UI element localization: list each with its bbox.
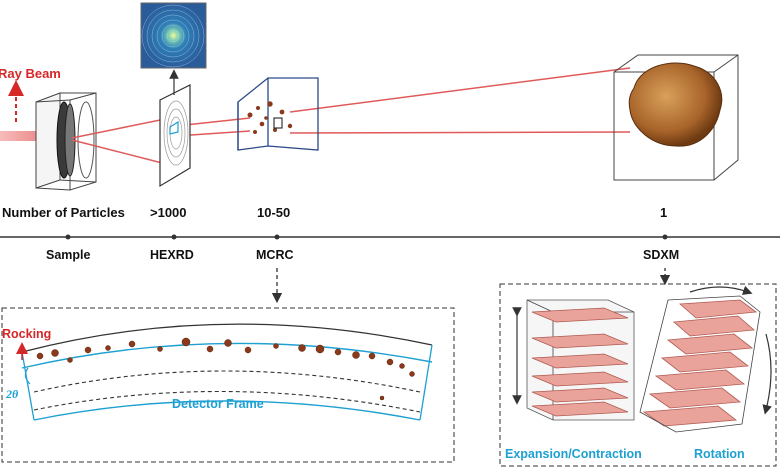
- two-theta-label: 2θ: [5, 387, 19, 401]
- hexrd-roi: [169, 120, 179, 135]
- count-mcrc: 10-50: [257, 205, 290, 220]
- sample-holder: [35, 92, 97, 191]
- rotation-stack: [642, 299, 758, 427]
- diffraction-pattern-image: [140, 2, 207, 69]
- expansion-contraction-label: Expansion/Contraction: [505, 447, 642, 461]
- diffraction-rings: [141, 4, 205, 68]
- sdxm-particle: [628, 62, 723, 147]
- detector-frame-curve: [33, 400, 421, 421]
- sample-label: Sample: [46, 248, 91, 262]
- two-theta-arc: [24, 367, 31, 385]
- ray-beam-label: Ray Beam: [0, 66, 61, 81]
- mcrc-label: MCRC: [256, 248, 294, 262]
- rotation-arrow-top: [689, 285, 753, 295]
- rocking-label: Rocking: [2, 327, 51, 341]
- mcrc-particles: [247, 101, 293, 134]
- detector-top-edge: [21, 323, 433, 353]
- sdxm-panel: [499, 283, 777, 467]
- number-of-particles-label: Number of Particles: [2, 205, 125, 220]
- detector-dash-edge: [33, 370, 421, 393]
- expansion-sheets: [531, 307, 629, 417]
- detector-right-edge: [419, 344, 433, 421]
- mcrc-panel: [1, 307, 455, 463]
- mcrc-roi: [273, 117, 283, 129]
- rotation-frame: [639, 295, 761, 433]
- detector-bottom-edge: [33, 390, 421, 413]
- sdxm-label: SDXM: [643, 248, 679, 262]
- rotation-arrow-side: [762, 333, 772, 415]
- diffracted-beams: [71, 67, 631, 166]
- count-sdxm: 1: [660, 205, 667, 220]
- hexrd-label: HEXRD: [150, 248, 194, 262]
- detector-left-edge: [21, 351, 35, 421]
- rotation-label: Rotation: [694, 447, 745, 461]
- incoming-beam: [0, 131, 60, 141]
- axis-ticks: [65, 234, 668, 240]
- hexrd-detector: [159, 84, 191, 188]
- count-hexrd: >1000: [150, 205, 187, 220]
- mcrc-box: [237, 77, 319, 151]
- detector-frame-label: Detector Frame: [172, 397, 264, 411]
- mcrc-strip-particles: [36, 337, 415, 401]
- sample-aperture: [77, 101, 95, 179]
